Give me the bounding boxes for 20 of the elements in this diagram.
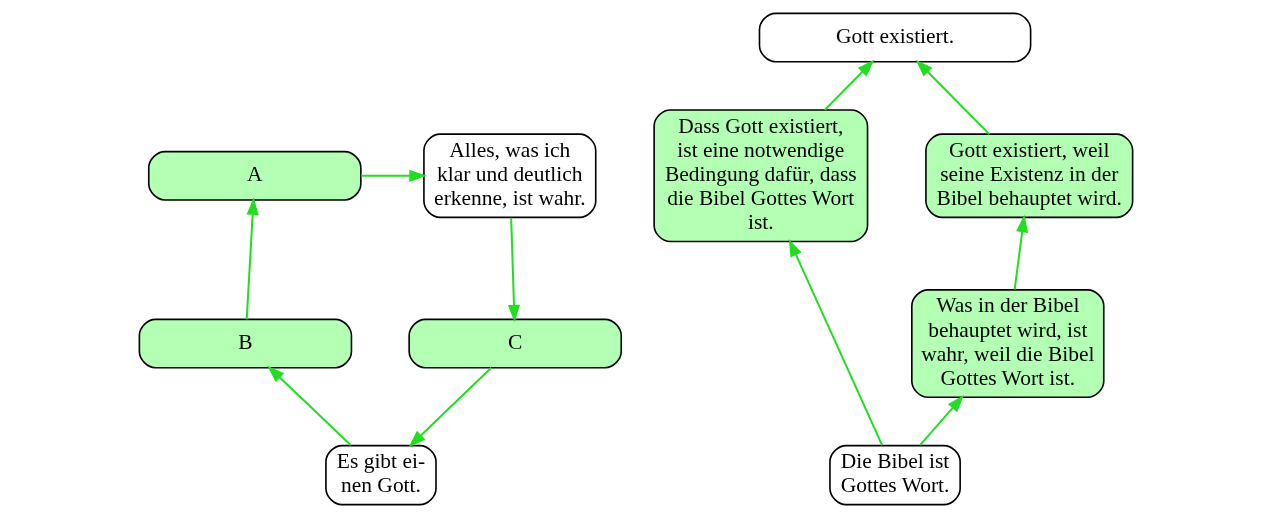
node-box: Gott existiert. — [758, 12, 1032, 63]
node-box: Was in der Bibel behauptet wird, ist wahr, weil die Bibel Gottes Wort ist. — [911, 289, 1105, 399]
node-box: A — [147, 150, 362, 201]
arrow — [408, 367, 492, 448]
arrow — [824, 59, 875, 111]
node-box: Alles, was ich klar und deutlich erkenne, ist wahr. — [423, 133, 597, 219]
node-box: Es gibt ei- nen Gott. — [325, 444, 437, 506]
arrow — [1013, 214, 1029, 290]
arrow — [245, 197, 259, 320]
arrow — [788, 239, 884, 446]
node-box: B — [138, 318, 353, 369]
arrow — [919, 395, 964, 446]
node-box: C — [408, 318, 623, 369]
node-box: Gott existiert, weil seine Existenz in der Bibel behauptet wird. — [925, 133, 1134, 219]
arrow — [360, 169, 427, 182]
arrow — [507, 217, 521, 323]
arrow — [915, 59, 991, 135]
node-box: Die Bibel ist Gottes Wort. — [829, 444, 961, 506]
arrow — [267, 365, 352, 446]
node-box: Dass Gott existiert, ist eine notwendige Bedingung dafür, dass die Bibel Gottes Wort ist. — [653, 109, 869, 243]
